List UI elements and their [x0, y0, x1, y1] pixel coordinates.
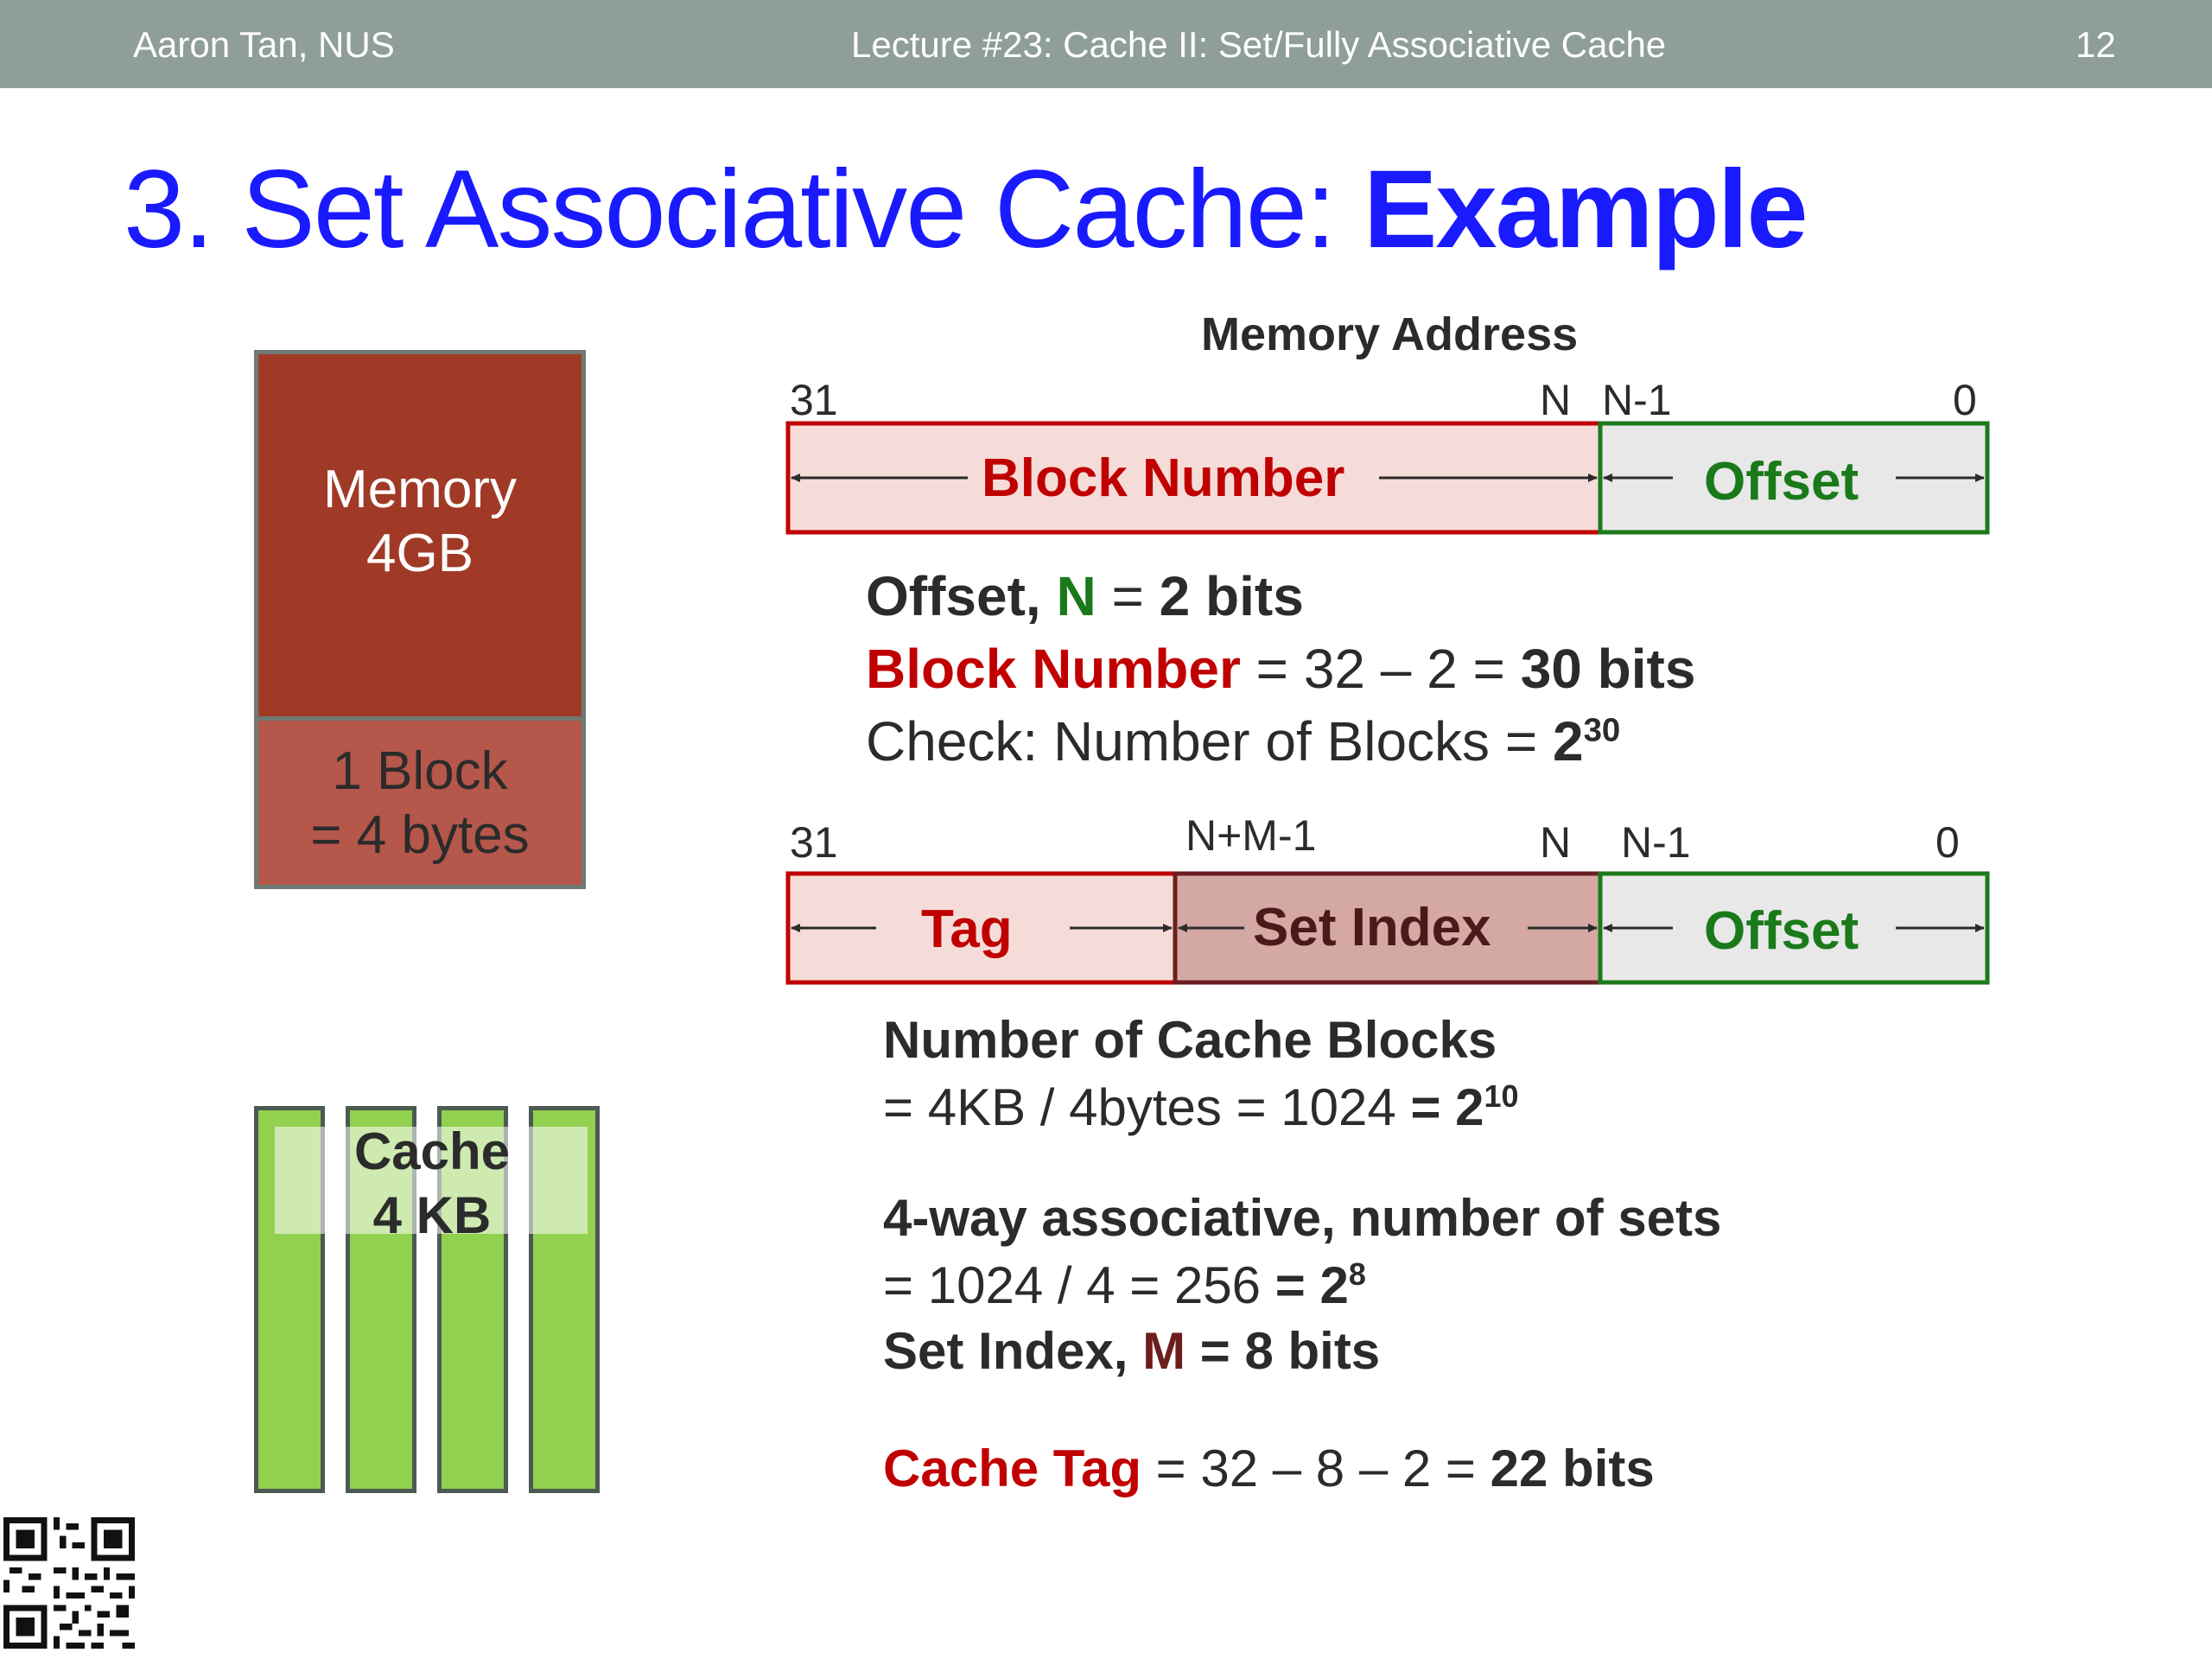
sets-value: = 2	[1274, 1256, 1349, 1314]
memory-block-box: 1 Block = 4 bytes	[254, 716, 586, 889]
addr1-bit-n: N	[1540, 376, 1572, 424]
header-page-number: 12	[2075, 24, 2116, 65]
addr2-bit-n-plus-m-minus-1: N+M-1	[1185, 811, 1317, 860]
sets-eq: = 1024 / 4 = 256	[883, 1256, 1275, 1314]
addr2-set-index-label: Set Index	[1253, 898, 1491, 957]
cache-tag-calc: Cache Tag = 32 – 8 – 2 = 22 bits	[883, 1436, 1655, 1502]
block-number-calc-value: 30 bits	[1520, 638, 1696, 700]
offset-calc-n: N	[1056, 565, 1096, 627]
offset-calc-eq: =	[1096, 565, 1160, 627]
set-index-m: M	[1142, 1322, 1186, 1380]
cache-tag-eq: = 32 – 8 – 2 =	[1141, 1440, 1491, 1497]
memory-block-line1: 1 Block	[332, 741, 508, 801]
check-blocks-base: 2	[1552, 710, 1584, 772]
addr1-bit-0: 0	[1953, 376, 1977, 424]
cache-label-line1: Cache	[353, 1122, 511, 1180]
cache-blocks-eq: = 4KB / 4bytes = 1024	[883, 1078, 1411, 1136]
offset-calc-label: Offset,	[866, 565, 1057, 627]
memory-address-heading: Memory Address	[1201, 308, 1579, 360]
addr2-bit-31: 31	[790, 818, 838, 867]
addr1-bit-31: 31	[790, 376, 838, 424]
cache-blocks-value: = 2	[1410, 1078, 1484, 1136]
check-blocks-text: Check: Number of Blocks =	[866, 710, 1553, 772]
cache-blocks-exp: 10	[1484, 1078, 1519, 1114]
set-index-calc: Set Index, M = 8 bits	[883, 1319, 1380, 1384]
memory-block-line2: = 4 bytes	[310, 805, 530, 865]
cache-tag-value: 22 bits	[1490, 1440, 1655, 1497]
slide-header: Aaron Tan, NUS Lecture #23: Cache II: Se…	[0, 0, 2212, 88]
cache-blocks-heading: Number of Cache Blocks	[883, 1011, 1497, 1069]
offset-calc-value: 2 bits	[1159, 565, 1304, 627]
addr2-bit-n: N	[1540, 818, 1572, 867]
check-blocks-line: Check: Number of Blocks = 230	[866, 707, 1620, 776]
header-author: Aaron Tan, NUS	[133, 24, 395, 65]
check-blocks-exp: 30	[1583, 711, 1621, 749]
set-index-value: = 8 bits	[1185, 1322, 1381, 1380]
sets-exp: 8	[1348, 1256, 1366, 1292]
block-number-calc-label: Block Number	[866, 638, 1241, 700]
memory-label-line2: 4GB	[365, 524, 474, 583]
qr-code-icon	[3, 1517, 135, 1649]
cache-blocks-calc: = 4KB / 4bytes = 1024 = 210	[883, 1075, 1519, 1141]
block-number-calc-eq: = 32 – 2 =	[1240, 638, 1521, 700]
header-lecture-title: Lecture #23: Cache II: Set/Fully Associa…	[851, 24, 1667, 65]
addr2-bit-n-minus-1: N-1	[1621, 818, 1691, 867]
slide-title: 3. Set Associative Cache: Example	[124, 145, 1808, 275]
addr2-bit-0: 0	[1936, 818, 1960, 867]
cache-tag-label: Cache Tag	[883, 1440, 1141, 1497]
sets-heading: 4-way associative, number of sets	[883, 1189, 1722, 1247]
memory-box: Memory 4GB	[254, 350, 586, 716]
addr2-offset-label: Offset	[1704, 901, 1859, 961]
block-number-calc-line: Block Number = 32 – 2 = 30 bits	[866, 634, 1695, 703]
addr1-bit-n-minus-1: N-1	[1602, 376, 1672, 424]
slide-title-bold: Example	[1363, 148, 1808, 271]
slide-title-prefix: 3. Set Associative Cache:	[124, 148, 1363, 271]
offset-calc-line: Offset, N = 2 bits	[866, 562, 1304, 631]
addr1-block-number-label: Block Number	[982, 448, 1345, 508]
addr1-offset-label: Offset	[1704, 452, 1859, 512]
addr2-tag-label: Tag	[921, 899, 1013, 959]
set-index-label: Set Index,	[883, 1322, 1143, 1380]
cache-label: Cache 4 KB	[254, 1120, 610, 1248]
memory-label-line1: Memory	[323, 460, 517, 519]
sets-calc: = 1024 / 4 = 256 = 28	[883, 1253, 1366, 1319]
cache-label-backdrop	[275, 1127, 588, 1234]
cache-label-line2: 4 KB	[372, 1186, 492, 1244]
